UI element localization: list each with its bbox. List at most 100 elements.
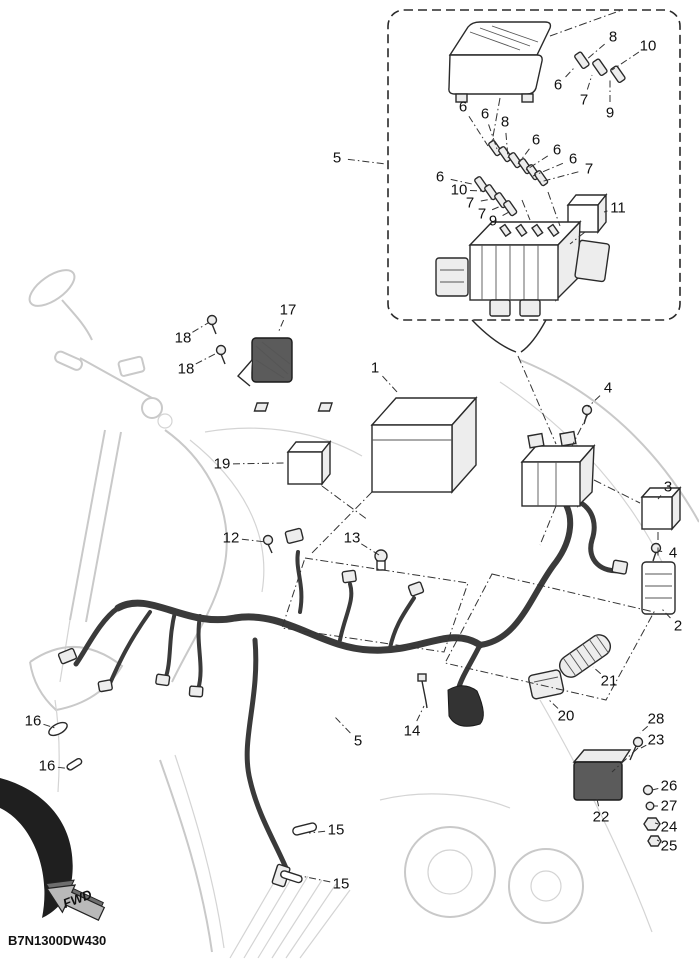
- callout-leader-7: [480, 198, 493, 202]
- callout-leader-10: [469, 189, 483, 192]
- fuses-top-right: [574, 51, 626, 84]
- callout-2: 2: [674, 618, 682, 635]
- callout-10: 10: [640, 38, 657, 55]
- callout-leader-16: [43, 723, 56, 729]
- callout-leader-4: [587, 395, 601, 408]
- callout-leader-18: [195, 352, 218, 365]
- bolt-4-a: [581, 404, 593, 425]
- callout-25: 25: [661, 838, 678, 855]
- callout-11: 11: [610, 200, 626, 217]
- callout-6: 6: [481, 106, 489, 123]
- connector-20: [528, 669, 565, 700]
- callout-4: 4: [669, 545, 677, 562]
- callout-16: 16: [25, 713, 42, 730]
- callout-leader-6: [517, 148, 530, 165]
- callout-8: 8: [609, 29, 617, 46]
- callout-leader-15: [300, 875, 331, 883]
- callout-leader-20: [547, 698, 559, 709]
- callout-leader-7: [491, 205, 502, 211]
- callout-leader-12: [241, 538, 267, 543]
- callout-5: 5: [354, 733, 362, 750]
- cable-tie-14: [417, 673, 428, 709]
- relay-bracket-17: [237, 337, 293, 387]
- callout-leader-15: [308, 830, 326, 834]
- callout-leader-8: [585, 43, 605, 61]
- nut-25: [647, 835, 662, 847]
- callout-13: 13: [344, 530, 361, 547]
- callout-18: 18: [175, 330, 192, 347]
- callout-3: 3: [664, 479, 672, 496]
- callout-6: 6: [459, 99, 467, 116]
- callout-1: 1: [371, 360, 379, 377]
- bolt-18-b: [215, 344, 227, 365]
- callout-16: 16: [39, 758, 56, 775]
- callout-6: 6: [553, 142, 561, 159]
- clip-16-b: [66, 757, 83, 771]
- callout-15: 15: [333, 876, 350, 893]
- ecu-22: [572, 749, 632, 801]
- callout-14: 14: [404, 723, 421, 740]
- callout-6: 6: [532, 132, 540, 149]
- relay-19: [286, 440, 332, 486]
- callout-leader-28: [639, 725, 649, 734]
- washer-27: [645, 801, 655, 811]
- callout-24: 24: [661, 819, 678, 836]
- callout-leader-8: [505, 132, 509, 159]
- callout-26: 26: [661, 778, 678, 795]
- harness-connectors: [57, 527, 629, 888]
- callout-7: 7: [478, 206, 486, 223]
- inset-tail: [471, 319, 547, 353]
- callout-leader-9: [502, 211, 510, 217]
- callout-leader-22: [596, 798, 600, 807]
- sensor-13: [374, 549, 388, 571]
- callout-leader-18: [192, 322, 209, 333]
- callout-leader-6: [450, 178, 473, 185]
- screw-23-28: [629, 736, 644, 761]
- callout-6: 6: [569, 151, 577, 168]
- callout-leader-6: [488, 124, 499, 153]
- callout-leader-1: [382, 375, 399, 394]
- callout-leader-2: [660, 607, 671, 619]
- connector-2: [641, 561, 676, 615]
- callout-4: 4: [604, 380, 612, 397]
- callout-leader-25: [656, 839, 660, 842]
- callout-9: 9: [606, 105, 614, 122]
- corrugated-tube-21: [558, 634, 612, 678]
- callout-leader-13: [361, 543, 380, 556]
- diagram-code: B7N1300DW430: [8, 933, 106, 948]
- fuse-box-inset: [387, 9, 681, 353]
- callout-12: 12: [223, 530, 240, 547]
- bolt-4-b: [650, 542, 662, 562]
- fuse-box-assembly-main: [520, 430, 596, 508]
- callout-leader-16: [57, 766, 73, 770]
- callout-leader-14: [416, 705, 425, 722]
- callout-leader-3: [657, 495, 662, 500]
- inset-border: [387, 9, 681, 321]
- callout-leader-7: [539, 171, 579, 183]
- callout-28: 28: [648, 711, 665, 728]
- callout-22: 22: [593, 809, 610, 826]
- callout-7: 7: [466, 195, 474, 212]
- relay-3: [640, 486, 682, 531]
- callout-leader-6: [525, 155, 549, 171]
- callout-leader-7: [586, 74, 593, 90]
- fuse-box-body: [435, 220, 611, 317]
- callout-leader-11: [603, 210, 608, 213]
- band-clip-16-a: [48, 721, 68, 737]
- callout-19: 19: [214, 456, 231, 473]
- bolt-18-a: [206, 314, 218, 335]
- callout-15: 15: [328, 822, 345, 839]
- harness-boot-connector: [447, 685, 484, 727]
- callout-6: 6: [436, 169, 444, 186]
- callout-leader-19: [232, 462, 287, 465]
- fuse-box-cover: [448, 21, 552, 103]
- callout-17: 17: [280, 302, 297, 319]
- callout-7: 7: [580, 92, 588, 109]
- callout-7: 7: [585, 161, 593, 178]
- callout-leader-26: [651, 788, 659, 791]
- callout-leader-17: [277, 319, 285, 334]
- callout-leader-6: [532, 162, 564, 177]
